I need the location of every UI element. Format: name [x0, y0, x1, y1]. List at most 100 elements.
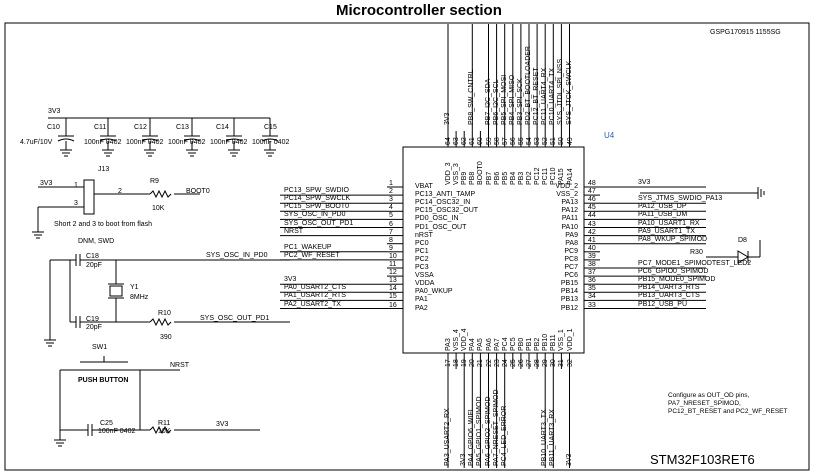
cap-ref: C12 [134, 124, 147, 131]
pin-number: 11 [389, 261, 397, 268]
pin-name: PC5 [509, 337, 517, 351]
pin-name: PB14 [560, 288, 578, 296]
pin-number: 49 [566, 137, 574, 145]
pin-name: PA8 [565, 239, 578, 247]
net-label: PA5_GPIO1_SPIMOD [476, 396, 484, 466]
pin-number: 25 [509, 359, 517, 367]
cap-value: 100nF 0402 [252, 139, 290, 146]
pin-number: 37 [588, 269, 596, 277]
pin-name: PC13_ANTI_TAMP [415, 191, 476, 199]
pin-number: 29 [542, 359, 550, 367]
net-label: PB15_MODE0_SPIMOD [638, 276, 716, 284]
net-label: PB6_I2C_SCL [492, 79, 500, 125]
sheet-title: Microcontroller section [336, 2, 502, 19]
pin-number: 50 [558, 137, 566, 145]
pin-number: 44 [588, 212, 596, 220]
pin-number: 34 [588, 293, 596, 301]
net-label: PA3_USART2_RX [444, 408, 451, 466]
pin-name: PD2 [526, 171, 533, 185]
pin-number: 57 [501, 137, 509, 145]
pin-name: VDD_2 [555, 183, 578, 190]
pin-name: VSS_3 [453, 163, 461, 185]
reset-rail-label: 3V3 [216, 421, 229, 428]
pin-number: 64 [445, 137, 452, 145]
pin-number: 21 [477, 359, 485, 367]
net-label: 3V3 [444, 112, 451, 125]
net-label: SYS_JTCK_SWCLK [565, 60, 573, 125]
osc-cap2-value: 20pF [86, 324, 102, 331]
net-label: PA10_USART1_RX [638, 219, 700, 227]
pin-number: 12 [389, 269, 397, 277]
net-label: PA9_USART1_TX [638, 227, 695, 235]
pin-name: PA7 [493, 338, 501, 351]
pin-name: PC15_OSC32_OUT [415, 207, 479, 215]
net-label: SYS_JTDI_SPI_NSS [557, 58, 565, 125]
pin-name: PC2 [415, 255, 429, 263]
pin-name: PC14_OSC32_IN [415, 199, 471, 207]
pin-number: 52 [542, 137, 550, 145]
net-label: PC2_WF_RESET [284, 251, 340, 259]
pin-name: PB5 [501, 171, 509, 185]
pin-number: 23 [493, 359, 501, 367]
pin-name: PC7 [564, 264, 578, 271]
crystal-frequency: 8MHz [130, 294, 149, 301]
reset-resistor-ref: R11 [158, 420, 171, 427]
boot-rail-label: 3V3 [40, 180, 53, 187]
chip-ref: U4 [604, 131, 615, 140]
net-label: 3V3 [284, 276, 297, 284]
pin-number: 24 [501, 359, 509, 367]
pin-number: 27 [526, 359, 533, 367]
switch-label: PUSH BUTTON [78, 377, 129, 384]
reset-cap-value: 100nF 0402 [98, 428, 136, 435]
pin-number: 56 [509, 137, 517, 145]
net-label: PA11_USB_DM [638, 211, 688, 219]
pin-name: PB3 [517, 171, 525, 185]
osc-cap1-value: 20pF [86, 262, 102, 269]
net-label: PC12_BT_RESET [533, 67, 541, 125]
pin-number: 5 [389, 212, 393, 220]
boot-net-label: BOOT0 [186, 188, 210, 195]
pin-name: VBAT [415, 183, 433, 190]
pin-name: PC11 [542, 168, 550, 185]
osc-resistor-ref: R10 [158, 310, 171, 317]
pin-number: 18 [453, 359, 461, 367]
pin-number: 40 [588, 244, 596, 252]
reset-resistor-value: 10K [158, 428, 171, 435]
pin-number: 36 [588, 277, 596, 285]
net-label: 3V3 [638, 179, 651, 186]
reset-net-label: NRST [170, 362, 190, 369]
jumper-pin-1: 1 [74, 182, 78, 189]
pin-name: PA15 [558, 168, 566, 185]
net-label: PB8_SW_CNTRL [468, 69, 476, 125]
reset-cap-ref: C25 [100, 420, 113, 427]
pin-number: 3 [389, 196, 393, 204]
pin-name: PA1 [415, 296, 428, 304]
pin-number: 59 [485, 137, 493, 145]
pin-number: 6 [389, 220, 393, 228]
pin-name: PD1_OSC_OUT [415, 223, 467, 231]
pin-number: 10 [389, 252, 397, 260]
net-label: PD2_BT_BOOTLOADER [525, 46, 532, 125]
pin-name: VSS_4 [453, 329, 461, 351]
pin-number: 28 [534, 359, 542, 367]
net-label: PB14_UART3_RTS [638, 284, 700, 292]
pin-name: PB15 [560, 280, 578, 288]
pin-number: 4 [389, 204, 393, 212]
pin-number: 8 [389, 236, 393, 244]
pin-name: PB7 [485, 171, 493, 185]
jumper-pin-3: 3 [74, 200, 78, 207]
net-label: PC13_SPW_SWDIO [284, 187, 349, 195]
pin-number: 47 [588, 188, 596, 196]
pin-number: 22 [485, 359, 493, 367]
pin-name: PA3 [445, 338, 452, 351]
pin-number: 16 [389, 301, 397, 309]
pin-number: 32 [566, 359, 574, 367]
net-label: PC14_SPW_SWCLK [284, 195, 351, 203]
net-label: PB5_SPI_MOSI [500, 74, 508, 125]
pin-number: 33 [588, 301, 596, 309]
led-ref: D8 [738, 237, 747, 244]
pin-number: 13 [389, 277, 397, 285]
pin-number: 58 [493, 137, 501, 145]
chip-body [402, 146, 585, 354]
